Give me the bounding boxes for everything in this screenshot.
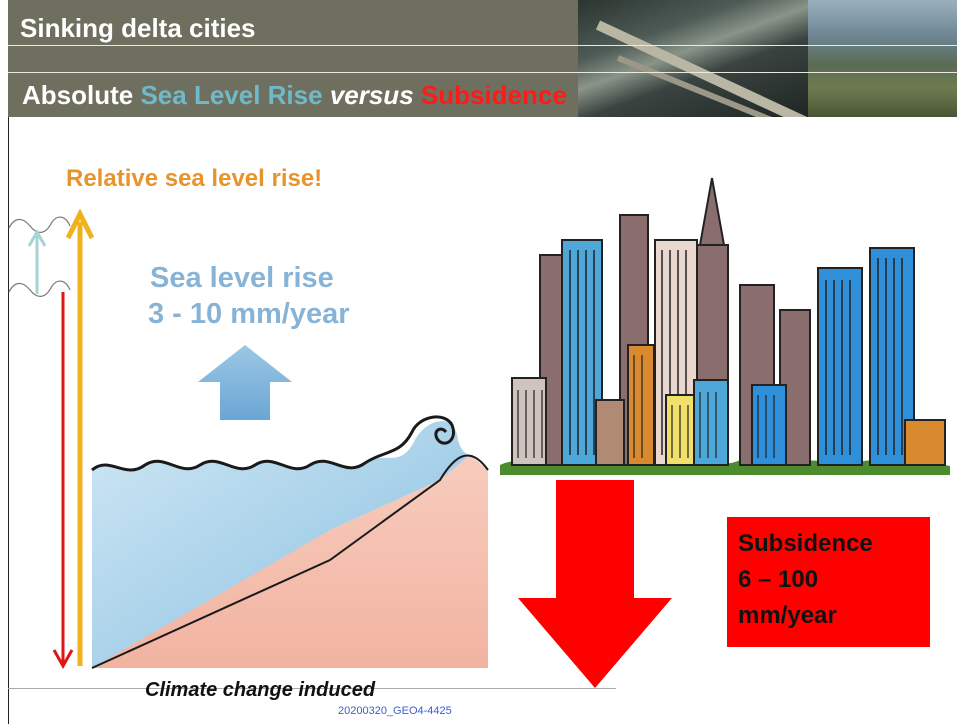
subsidence-line3: mm/year xyxy=(738,602,837,629)
caption: Climate change induced xyxy=(145,679,376,701)
sea-body xyxy=(92,421,470,668)
subsidence-label: Subsidence 6 – 100 mm/year xyxy=(738,526,873,634)
subtitle-absolute: Absolute xyxy=(22,80,141,110)
city-skyline xyxy=(500,177,950,475)
footer-code: 20200320_GEO4-4425 xyxy=(338,705,452,717)
upper-wave-symbol xyxy=(8,216,71,233)
subsidence-line2: 6 – 100 xyxy=(738,566,819,593)
sea-level-rise-label: Sea level rise 3 - 10 mm/year xyxy=(148,260,350,332)
relative-sea-level-rise-label: Relative sea level rise! xyxy=(66,165,323,192)
teal-arrow-head xyxy=(27,228,47,247)
sea-level-rise-line2: 3 - 10 mm/year xyxy=(148,298,350,330)
sea-rise-arrow xyxy=(198,345,292,420)
subsidence-box xyxy=(727,517,930,647)
header-band xyxy=(8,0,957,117)
coast-outline xyxy=(91,454,489,669)
lower-wave-symbol xyxy=(8,280,71,297)
header-divider xyxy=(8,45,957,46)
subsidence-line1: Subsidence xyxy=(738,530,873,557)
slide-title: Sinking delta cities xyxy=(20,13,256,43)
bridge-photo xyxy=(578,0,836,117)
header-divider xyxy=(8,72,957,73)
slide-subtitle: Absolute Sea Level Rise versus Subsidenc… xyxy=(22,80,567,111)
sea-level-rise-line1: Sea level rise xyxy=(150,262,334,294)
subtitle-subsidence: Subsidence xyxy=(420,80,567,110)
subtitle-sea-level-rise: Sea Level Rise xyxy=(140,80,323,110)
orange-arrow-head xyxy=(65,208,95,240)
slide-left-border xyxy=(8,117,9,724)
red-arrow-head xyxy=(52,649,74,670)
land-wedge xyxy=(92,455,488,668)
subsidence-arrow xyxy=(518,480,672,688)
subtitle-versus: versus xyxy=(329,80,414,110)
wave-outline xyxy=(91,415,455,472)
delta-aerial-photo xyxy=(808,0,957,117)
bottom-rule xyxy=(8,688,616,689)
